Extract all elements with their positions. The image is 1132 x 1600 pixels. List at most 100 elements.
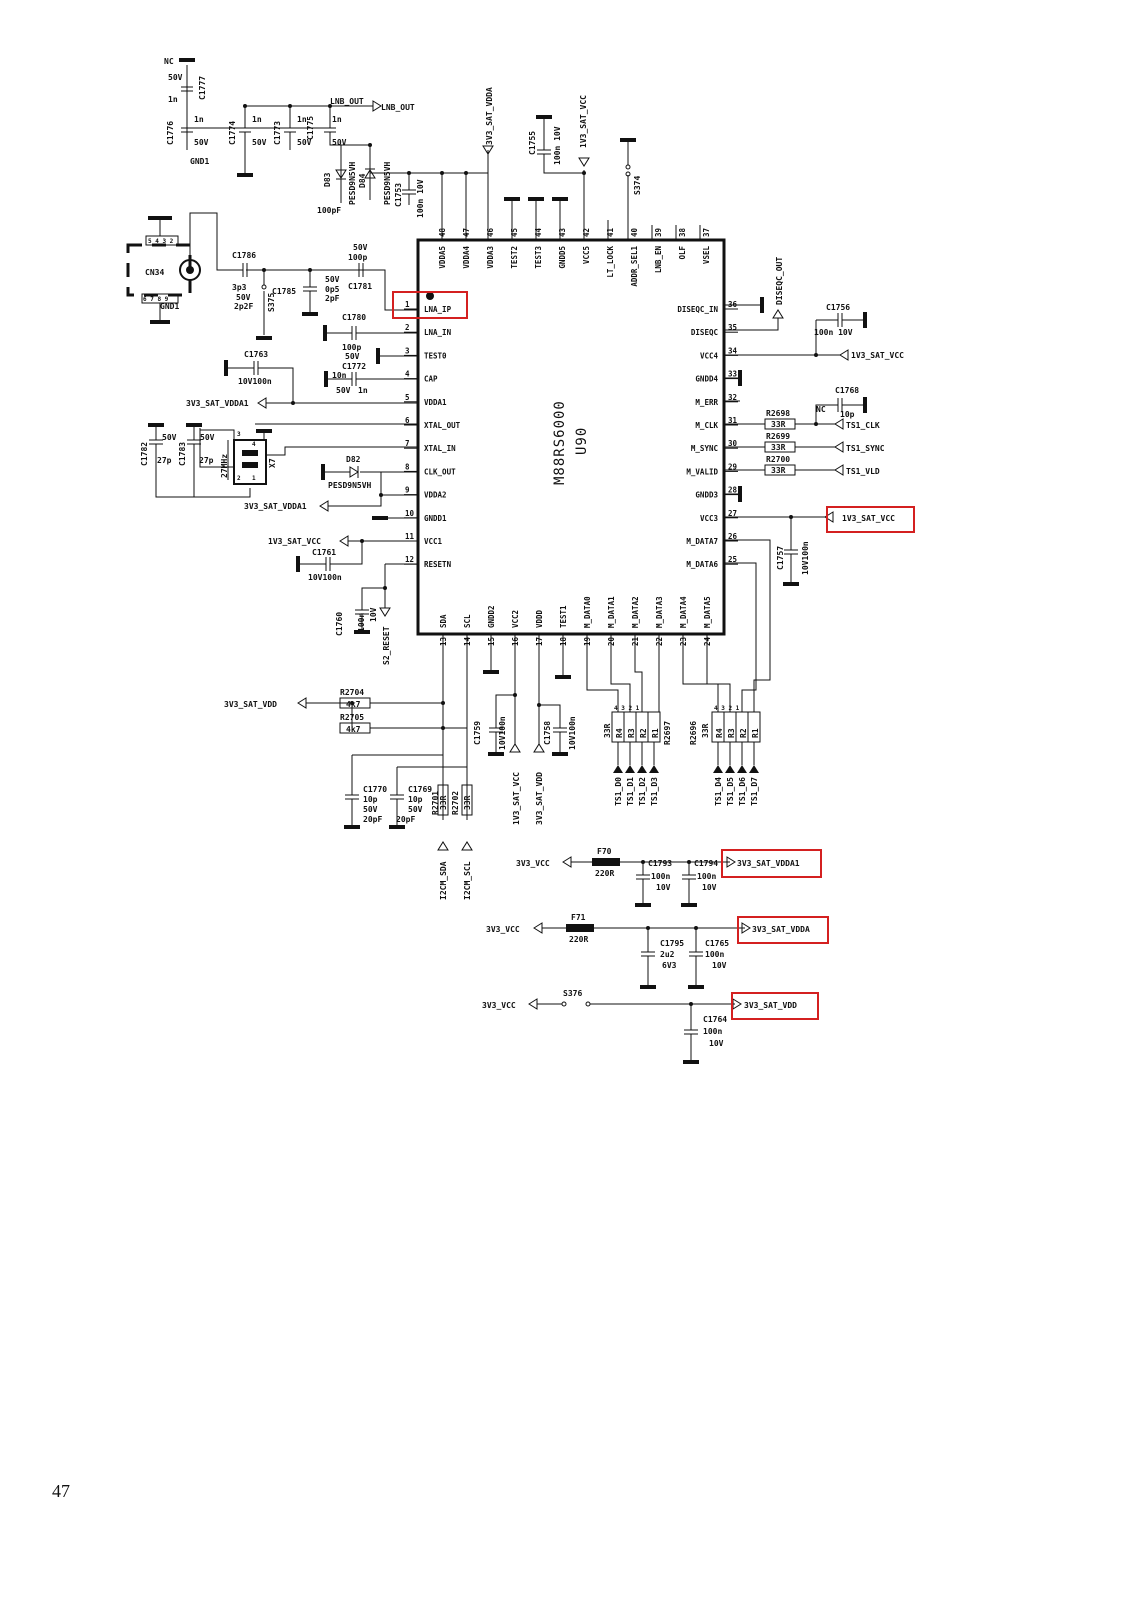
net-3v3-sat-vdd-pin17: 3V3_SAT_VDD bbox=[535, 772, 544, 825]
pin-name-23: M_DATA4 bbox=[679, 596, 688, 628]
c1769-ref: C1769 bbox=[408, 785, 432, 794]
c1785-value: 0p5 bbox=[325, 285, 340, 294]
c1764-value: 100n bbox=[703, 1027, 722, 1036]
rn1-r1: R1 bbox=[651, 728, 660, 738]
highlight-3v3-sat-vdd bbox=[731, 992, 819, 1020]
ts-data-port-icon bbox=[749, 765, 759, 773]
ts-data-port-icon bbox=[637, 765, 647, 773]
net-lnb-out-1: LNB_OUT bbox=[330, 97, 364, 106]
c1761-ref: C1761 bbox=[312, 548, 336, 557]
c1794-ref: C1794 bbox=[694, 859, 718, 868]
pin-name-22: M_DATA3 bbox=[655, 596, 664, 628]
net-diseqc-out: DISEQC_OUT bbox=[775, 257, 784, 305]
net-3v3-sat-vdd-pullup: 3V3_SAT_VDD bbox=[224, 700, 277, 709]
c1772-ref: C1772 bbox=[342, 362, 366, 371]
c1760-ref: C1760 bbox=[335, 612, 344, 636]
pin-name-4: CAP bbox=[424, 375, 438, 384]
pin-number-42: 42 bbox=[582, 228, 591, 237]
pin-name-47: VDDA4 bbox=[462, 246, 471, 269]
ts-data-port-icon bbox=[613, 765, 623, 773]
ts-data-label: TS1_D6 bbox=[738, 777, 747, 806]
pin-number-29: 29 bbox=[728, 462, 738, 471]
right-side-components: DISEQC_OUT C1756 100n 10V 1V3_SAT_VCC R2… bbox=[724, 257, 904, 712]
ts-data-port-icon bbox=[649, 765, 659, 773]
pin-number-2: 2 bbox=[405, 323, 410, 332]
pin-name-44: TEST3 bbox=[534, 246, 543, 269]
c1772-voltage: 50V bbox=[336, 386, 351, 395]
pin-name-46: VDDA3 bbox=[486, 246, 495, 269]
pin-number-27: 27 bbox=[728, 509, 737, 518]
chip-u90: M88RS6000 U90 1LNA_IP2LNA_IN3TEST04CAP5V… bbox=[404, 227, 738, 646]
c1795-value: 2u2 bbox=[660, 950, 675, 959]
net-3v3-vcc-f70: 3V3_VCC bbox=[516, 859, 550, 868]
net-3v3-sat-vdda1-out: 3V3_SAT_VDDA1 bbox=[737, 859, 800, 868]
pin-name-45: TEST2 bbox=[510, 246, 519, 269]
net-3v3-sat-vdda1-pin9: 3V3_SAT_VDDA1 bbox=[244, 502, 307, 511]
ts-data-port-icon bbox=[725, 765, 735, 773]
pin-name-7: XTAL_IN bbox=[424, 444, 456, 453]
c1786-ref: C1786 bbox=[232, 251, 256, 260]
c1777-ref: C1777 bbox=[198, 76, 207, 100]
c1770-ref: C1770 bbox=[363, 785, 387, 794]
f70-ref: F70 bbox=[597, 847, 612, 856]
pin-number-12: 12 bbox=[405, 555, 414, 564]
pin-number-5: 5 bbox=[405, 393, 410, 402]
pin-name-26: M_DATA7 bbox=[686, 537, 718, 546]
pin-name-31: M_CLK bbox=[695, 421, 718, 430]
pin-name-24: M_DATA5 bbox=[703, 596, 712, 628]
pin-number-9: 9 bbox=[405, 486, 410, 495]
pin-name-20: M_DATA1 bbox=[607, 596, 616, 628]
c1757-value: 10V100n bbox=[801, 541, 810, 575]
pin-number-34: 34 bbox=[728, 346, 738, 355]
pin-name-27: VCC3 bbox=[700, 514, 719, 523]
net-1v3-sat-vcc-pin16: 1V3_SAT_VCC bbox=[512, 772, 521, 825]
pin-number-7: 7 bbox=[405, 439, 410, 448]
c1780-value: 100p bbox=[342, 343, 361, 352]
pin-number-28: 28 bbox=[728, 486, 738, 495]
net-ts1-clk: TS1_CLK bbox=[846, 421, 880, 430]
c1769-voltage: 50V bbox=[408, 805, 423, 814]
pin-name-41: LT_LOCK bbox=[606, 246, 615, 278]
d84-ref: D84 bbox=[358, 173, 367, 188]
svg-text:6 7 8 9: 6 7 8 9 bbox=[143, 296, 169, 303]
c1761-value: 10V100n bbox=[308, 573, 342, 582]
net-1v3-sat-vcc-pin34: 1V3_SAT_VCC bbox=[851, 351, 904, 360]
c1760-voltage: 10V bbox=[369, 607, 378, 622]
pin-number-43: 43 bbox=[558, 227, 567, 237]
pin-name-3: TEST0 bbox=[424, 351, 447, 360]
r2704-ref: R2704 bbox=[340, 688, 364, 697]
r2697-ref: R2697 bbox=[663, 721, 672, 745]
pin-name-6: XTAL_OUT bbox=[424, 421, 461, 430]
c1765-value: 100n bbox=[705, 950, 724, 959]
r2700-ref: R2700 bbox=[766, 455, 790, 464]
page-number: 47 bbox=[52, 1481, 70, 1501]
pin-name-48: VDDA5 bbox=[438, 246, 447, 269]
c1785-ref: C1785 bbox=[272, 287, 296, 296]
net-3v3-vcc-s376: 3V3_VCC bbox=[482, 1001, 516, 1010]
c1756-value: 100n 10V bbox=[814, 328, 853, 337]
pin-name-17: VDDD bbox=[535, 609, 544, 628]
x7-ref: X7 bbox=[268, 458, 277, 468]
label-nc-c1768: NC bbox=[816, 405, 826, 414]
svg-text:1: 1 bbox=[252, 475, 256, 482]
svg-text:3: 3 bbox=[237, 431, 241, 438]
pin-name-16: VCC2 bbox=[511, 610, 520, 628]
c1780-ref: C1780 bbox=[342, 313, 366, 322]
pin-name-30: M_SYNC bbox=[691, 444, 718, 453]
c1781-ref: C1781 bbox=[348, 282, 372, 291]
net-s2-reset: S2_RESET bbox=[382, 626, 391, 665]
c1774-ref: C1774 bbox=[228, 121, 237, 145]
c1795-ref: C1795 bbox=[660, 939, 684, 948]
c1782-voltage: 50V bbox=[162, 433, 177, 442]
c1755-value: 100n 10V bbox=[553, 126, 562, 165]
pin-name-9: VDDA2 bbox=[424, 491, 447, 500]
pin-number-38: 38 bbox=[678, 227, 687, 237]
r2705-value: 4k7 bbox=[346, 725, 361, 734]
c1768-ref: C1768 bbox=[835, 386, 859, 395]
d83-part: PESD9N5VH bbox=[348, 161, 357, 205]
c1782-value: 27p bbox=[157, 456, 172, 465]
highlight-1v3-sat-vcc bbox=[826, 506, 915, 533]
pin-number-1: 1 bbox=[405, 300, 410, 309]
rn2-r2: R2 bbox=[739, 728, 748, 738]
